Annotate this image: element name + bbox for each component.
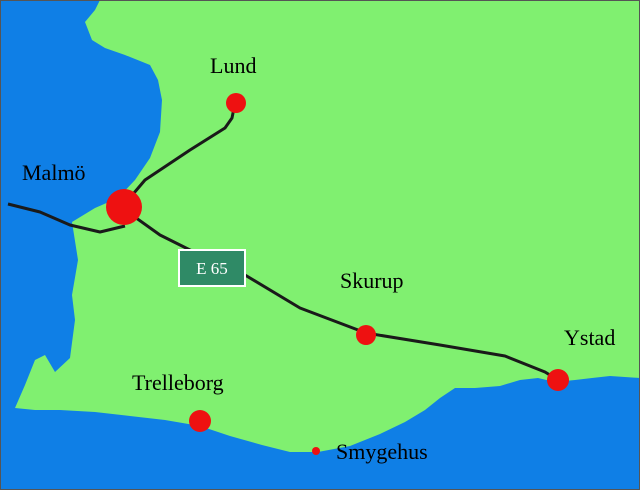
road-e65: [124, 208, 559, 382]
route-sign-label: E 65: [196, 259, 228, 278]
city-marker-skurup: [356, 325, 376, 345]
city-marker-trelleborg: [189, 410, 211, 432]
city-label-smygehus: Smygehus: [336, 439, 428, 464]
city-label-trelleborg: Trelleborg: [132, 370, 224, 395]
city-label-skurup: Skurup: [340, 268, 404, 293]
city-marker-lund: [226, 93, 246, 113]
city-label-lund: Lund: [210, 53, 256, 78]
land-skane: [15, 0, 640, 452]
road-malmo-lund: [126, 102, 237, 201]
city-marker-ystad: [547, 369, 569, 391]
route-sign: E 65: [178, 249, 246, 287]
city-marker-smygehus: [312, 447, 320, 455]
city-label-ystad: Ystad: [564, 325, 615, 350]
route-sign-box: [178, 249, 246, 287]
city-marker-malmo: [106, 189, 142, 225]
road-west-malmo: [7, 202, 126, 234]
city-label-malmo: Malmö: [22, 160, 86, 185]
